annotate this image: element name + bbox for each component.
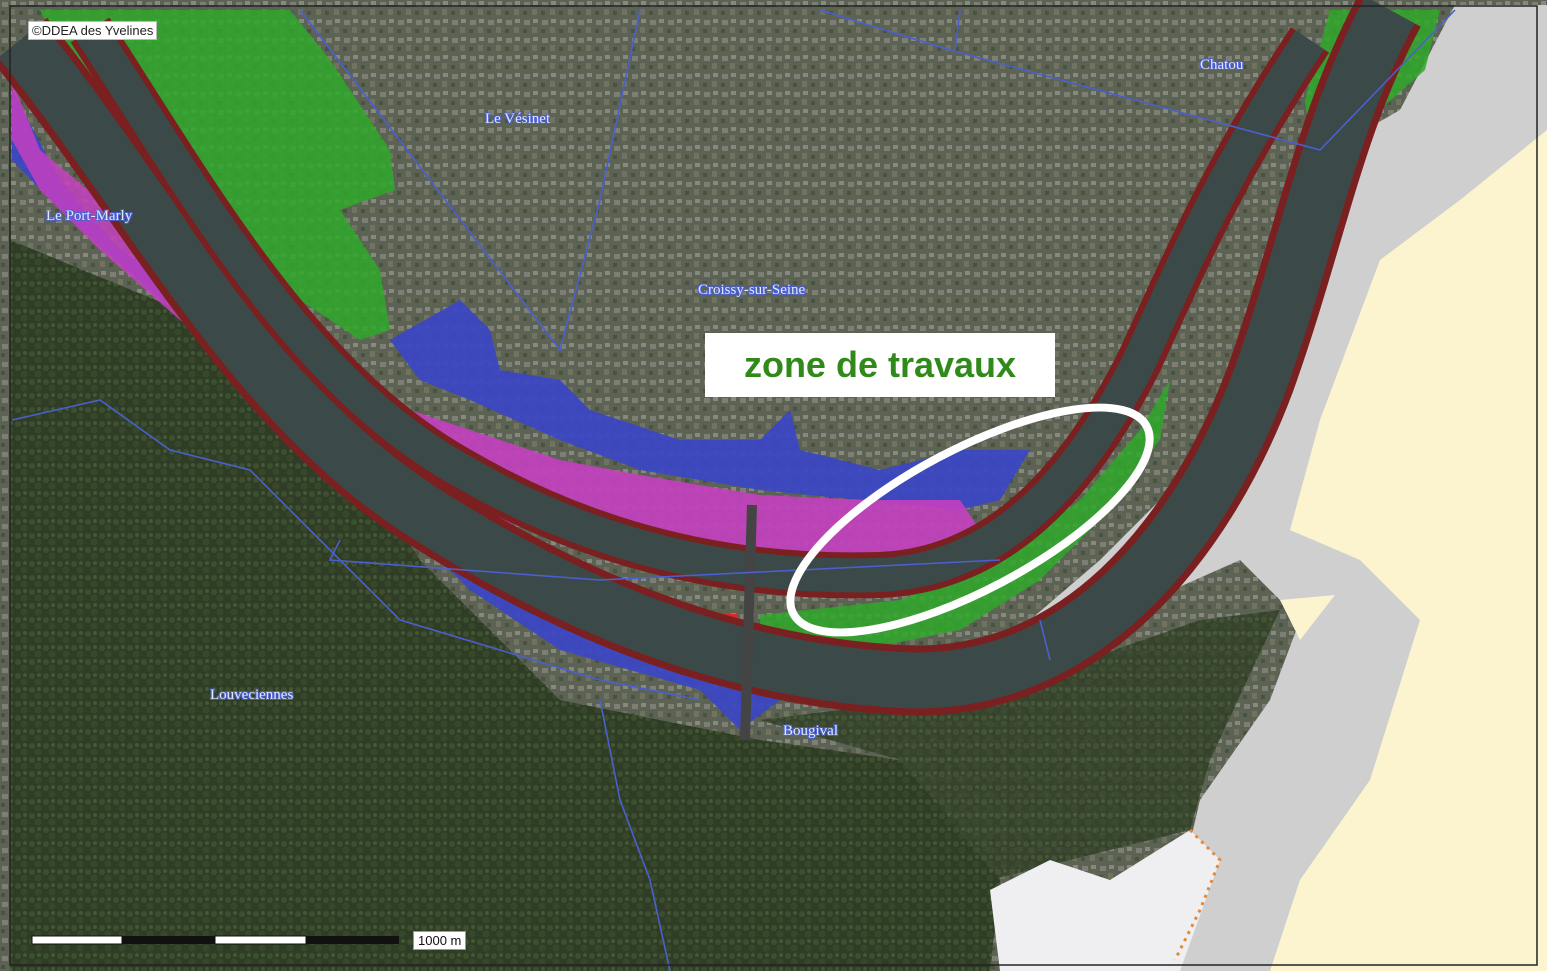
outside-area-cream [1270,130,1547,971]
map-credit: ©DDEA des Yvelines [28,21,158,40]
river-secondary-channel [75,20,1325,593]
outside-area-white [990,830,1220,971]
map-frame [9,5,1538,966]
bridge [740,504,757,741]
place-label-chatou: Chatou [1200,57,1244,73]
work-zone-label: zone de travaux [705,333,1055,397]
zone-magenta-north [305,380,980,565]
place-label-louveciennes: Louveciennes [210,687,294,703]
aerial-forest-east [760,610,1280,880]
scale-label: 1000 m [413,931,467,950]
outside-notch [1280,595,1335,640]
aerial-forest-area [10,240,1000,971]
place-label-croissy-sur-seine: Croissy-sur-Seine [698,282,806,298]
scale-bar [31,935,399,945]
work-zone-ellipse[interactable] [761,364,1180,675]
zone-blue-north-bank [390,300,1030,510]
place-label-bougival: Bougival [783,723,838,739]
place-label-le-port-marly: Le Port-Marly [46,208,133,224]
river-seine [0,0,1415,709]
commune-boundaries [11,9,1456,971]
place-label-le-vesinet: Le Vésinet [485,111,551,127]
